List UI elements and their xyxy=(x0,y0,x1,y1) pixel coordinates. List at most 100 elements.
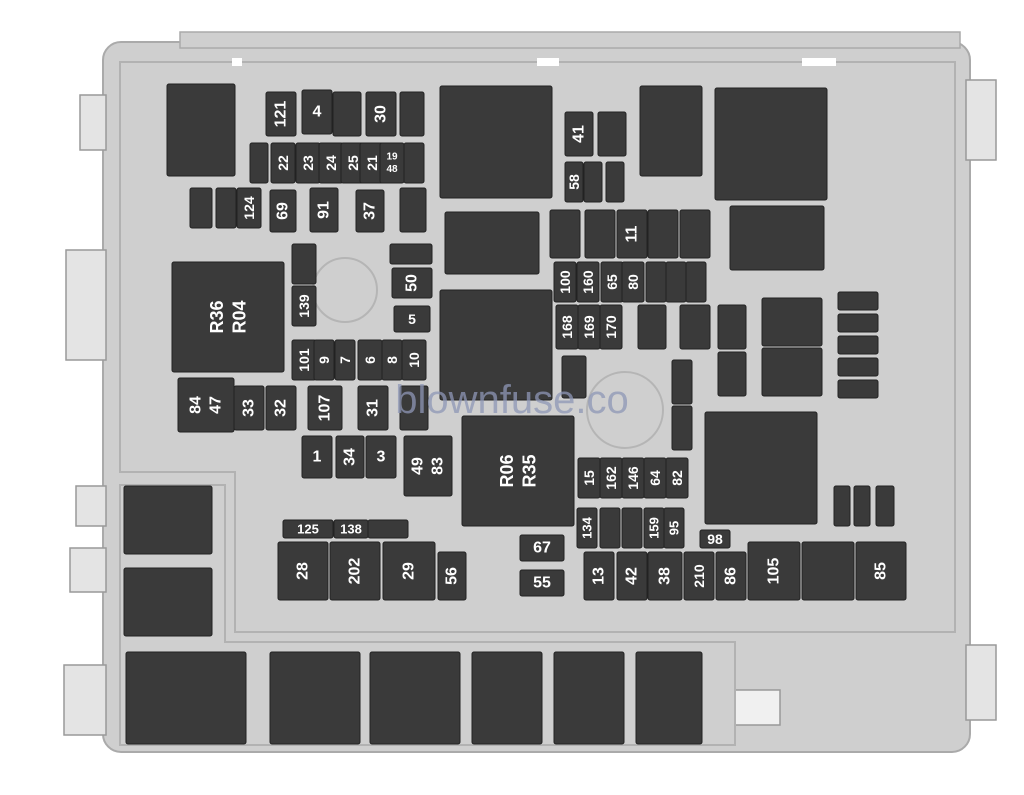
fuse-body xyxy=(269,189,297,233)
fuse-body xyxy=(291,243,317,285)
fuse-label-98: 98 xyxy=(707,531,723,547)
fuse-blank-58 xyxy=(837,291,879,311)
fuse-blank-7 xyxy=(249,142,269,184)
fuse-body xyxy=(399,91,425,137)
fuse-body xyxy=(616,209,648,259)
fuse-body xyxy=(334,339,356,381)
fuse-10: 10 xyxy=(401,339,427,381)
fuse-label-64: 64 xyxy=(647,470,663,486)
fuse-body xyxy=(635,651,703,745)
fuse-blank-50 xyxy=(439,289,553,401)
fuse-9: 9 xyxy=(313,339,335,381)
fuse-blank-6 xyxy=(399,91,425,137)
fuse-1: 1 xyxy=(301,435,333,479)
fuse-body xyxy=(833,485,851,527)
fuse-label-37: 37 xyxy=(362,202,379,220)
fuse-blank-85 xyxy=(704,411,818,525)
fuse-label-85: 85 xyxy=(873,562,890,580)
right-clip-2 xyxy=(965,644,997,721)
fuse-body xyxy=(549,209,581,259)
left-clip-2 xyxy=(65,249,107,361)
fuse-blank-62 xyxy=(837,379,879,399)
fuse-label-139: 139 xyxy=(296,294,312,318)
fuse-body xyxy=(837,379,879,399)
fuse-101: 101 xyxy=(291,339,317,381)
fuse-body xyxy=(282,519,334,539)
fuse-37: 37 xyxy=(355,189,385,233)
fuse-label-15: 15 xyxy=(581,470,597,486)
fuse-label-6: 6 xyxy=(362,356,378,364)
fuse-label-49: 49 xyxy=(410,457,427,475)
fuse-blank-60 xyxy=(837,335,879,355)
fuse-label-134: 134 xyxy=(580,516,595,538)
fuse-32: 32 xyxy=(265,385,297,431)
fuse-label-65: 65 xyxy=(604,274,620,290)
top-slot-2 xyxy=(537,58,559,66)
fuse-body xyxy=(679,304,711,350)
fuse-body xyxy=(647,209,679,259)
fuse-139: 139 xyxy=(291,285,317,327)
fuse-body xyxy=(189,187,213,229)
fuse-15: 15 xyxy=(577,457,601,499)
fuse-label-67: 67 xyxy=(533,540,551,557)
fuse-body xyxy=(553,651,625,745)
fuse-121: 121 xyxy=(265,91,297,137)
fuse-body xyxy=(265,91,297,137)
fuse-label-202: 202 xyxy=(347,558,364,585)
fuse-blank-41 xyxy=(645,261,667,303)
fuse-blank-73 xyxy=(561,355,587,399)
fuse-blank-124 xyxy=(635,651,703,745)
fuse-blank-91 xyxy=(833,485,851,527)
fuse-body xyxy=(403,142,425,184)
fuse-body xyxy=(329,541,381,601)
fuse-label-48: 48 xyxy=(386,164,398,175)
fuse-body xyxy=(391,267,433,299)
fuse-body xyxy=(564,161,584,203)
left-clip-5 xyxy=(63,664,107,736)
left-clip-3 xyxy=(75,485,107,527)
fuse-body xyxy=(236,187,262,229)
fuse-body xyxy=(616,551,648,601)
fuse-160: 160 xyxy=(576,261,600,303)
fuse-body xyxy=(309,187,339,233)
fuse-body xyxy=(369,651,461,745)
fuse-body xyxy=(597,111,627,157)
fuse-85: 85 xyxy=(855,541,907,601)
fuse-100: 100 xyxy=(553,261,577,303)
fuse-label-31: 31 xyxy=(365,399,382,417)
fuse-blank-30 xyxy=(714,87,828,201)
fuse-blank-32 xyxy=(549,209,581,259)
fuse-29: 29 xyxy=(382,541,436,601)
fuse-blank-45 xyxy=(291,243,317,285)
fuse-body xyxy=(715,551,747,601)
fuse-blank-120 xyxy=(269,651,361,745)
fuse-blank-59 xyxy=(837,313,879,333)
fuse-label-24: 24 xyxy=(323,155,339,171)
fuse-body xyxy=(301,435,333,479)
fuse-label-91: 91 xyxy=(316,201,333,219)
fuse-body xyxy=(291,285,317,327)
fuse-label-170: 170 xyxy=(603,315,619,339)
fuse-body xyxy=(761,347,823,397)
fuse-blank-69 xyxy=(761,347,823,397)
fuse-body xyxy=(717,304,747,350)
fuse-label-159: 159 xyxy=(647,517,662,539)
watermark-text: blownfuse.co xyxy=(395,378,628,422)
fuse-label-42: 42 xyxy=(624,567,641,585)
fuse-body xyxy=(123,485,213,555)
fuse-body xyxy=(553,261,577,303)
fuse-body xyxy=(123,567,213,637)
fuse-5: 5 xyxy=(393,305,431,333)
fuse-label-13: 13 xyxy=(591,567,608,585)
fuse-body xyxy=(645,261,667,303)
fuse-82: 82 xyxy=(665,457,689,499)
fuse-label-107: 107 xyxy=(317,395,334,422)
fuse-body xyxy=(393,305,431,333)
fuse-blank-25 xyxy=(597,111,627,157)
fuse-blank-14 xyxy=(403,142,425,184)
fuse-label-28: 28 xyxy=(295,562,312,580)
fuse-blank-35 xyxy=(647,209,679,259)
fuse-label-210: 210 xyxy=(691,564,707,588)
fuse-80: 80 xyxy=(621,261,645,303)
